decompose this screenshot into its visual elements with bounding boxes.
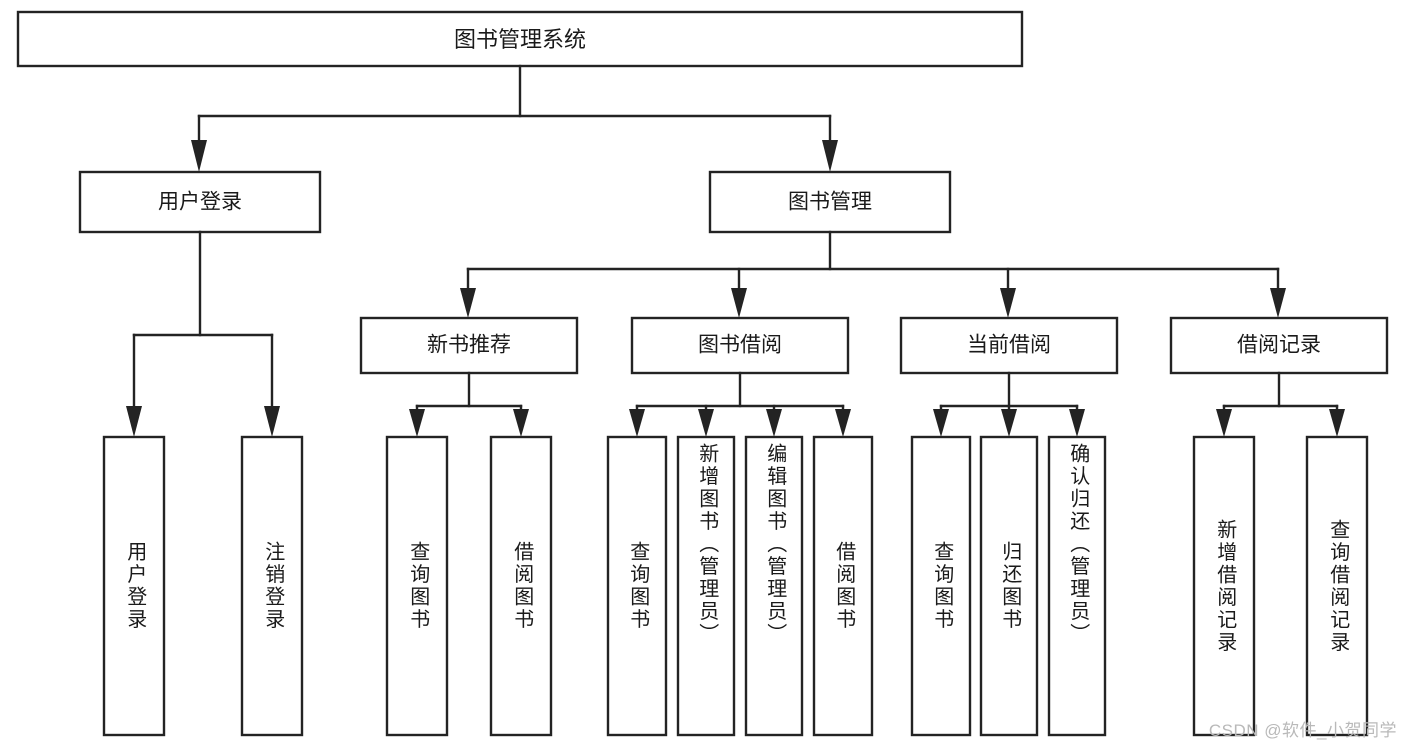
leaf-box-borrow-book-1[interactable]	[489, 435, 553, 737]
arrow-head-icon	[1329, 409, 1345, 437]
arrow-head-icon	[460, 288, 476, 318]
arrow-head-icon	[766, 409, 782, 437]
arrow-head-icon	[191, 140, 207, 172]
arrow-head-icon	[126, 406, 142, 437]
user-login-label: 用户登录	[158, 191, 242, 214]
arrow-head-icon	[1270, 288, 1286, 318]
leaf-box-borrow-book-2[interactable]	[812, 435, 874, 737]
root-box[interactable]	[16, 10, 1024, 68]
arrow-head-icon	[513, 409, 529, 437]
leaf-box-edit-book[interactable]	[744, 435, 804, 737]
arrow-head-icon	[1000, 288, 1016, 318]
node-user-login[interactable]: 用户登录	[78, 170, 322, 234]
leaf-box-logout-login[interactable]	[240, 435, 304, 737]
borrow-record-label: 借阅记录	[1237, 334, 1321, 357]
arrow-head-icon	[822, 140, 838, 172]
node-current-borrow[interactable]: 当前借阅	[899, 316, 1119, 375]
new-book-recommend-label: 新书推荐	[427, 334, 511, 357]
leaf-box-query-book-1[interactable]	[385, 435, 449, 737]
leaf-box-query-book-3[interactable]	[910, 435, 972, 737]
leaf-box-add-record[interactable]	[1192, 435, 1256, 737]
arrow-head-icon	[1069, 409, 1085, 437]
arrow-head-icon	[933, 409, 949, 437]
current-borrow-box[interactable]	[899, 316, 1119, 375]
leaf-box-add-book[interactable]	[676, 435, 736, 737]
arrow-head-icon	[264, 406, 280, 437]
new-book-recommend-box[interactable]	[359, 316, 579, 375]
arrow-head-icon	[1216, 409, 1232, 437]
current-borrow-label: 当前借阅	[967, 334, 1051, 357]
book-borrow-label: 图书借阅	[698, 334, 782, 357]
borrow-record-box[interactable]	[1169, 316, 1389, 375]
arrow-head-icon	[731, 288, 747, 318]
arrow-head-icon	[409, 409, 425, 437]
leaf-box-confirm-return[interactable]	[1047, 435, 1107, 737]
leaf-box-return-book[interactable]	[979, 435, 1039, 737]
node-root[interactable]: 图书管理系统	[16, 10, 1024, 68]
leaf-box-query-record[interactable]	[1305, 435, 1369, 737]
csdn-watermark: CSDN @软件_小贺同学	[1208, 721, 1397, 740]
leaf-box-query-book-2[interactable]	[606, 435, 668, 737]
arrow-head-icon	[698, 409, 714, 437]
leaf-box-user-login[interactable]	[102, 435, 166, 737]
node-new-book-recommend[interactable]: 新书推荐	[359, 316, 579, 375]
book-manage-box[interactable]	[708, 170, 952, 234]
arrow-head-icon	[835, 409, 851, 437]
arrow-head-icon	[629, 409, 645, 437]
book-manage-label: 图书管理	[788, 191, 872, 214]
book-borrow-box[interactable]	[630, 316, 850, 375]
root-label: 图书管理系统	[454, 27, 586, 52]
arrow-head-icon	[1001, 409, 1017, 437]
node-book-manage[interactable]: 图书管理	[708, 170, 952, 234]
node-borrow-record[interactable]: 借阅记录	[1169, 316, 1389, 375]
node-book-borrow[interactable]: 图书借阅	[630, 316, 850, 375]
